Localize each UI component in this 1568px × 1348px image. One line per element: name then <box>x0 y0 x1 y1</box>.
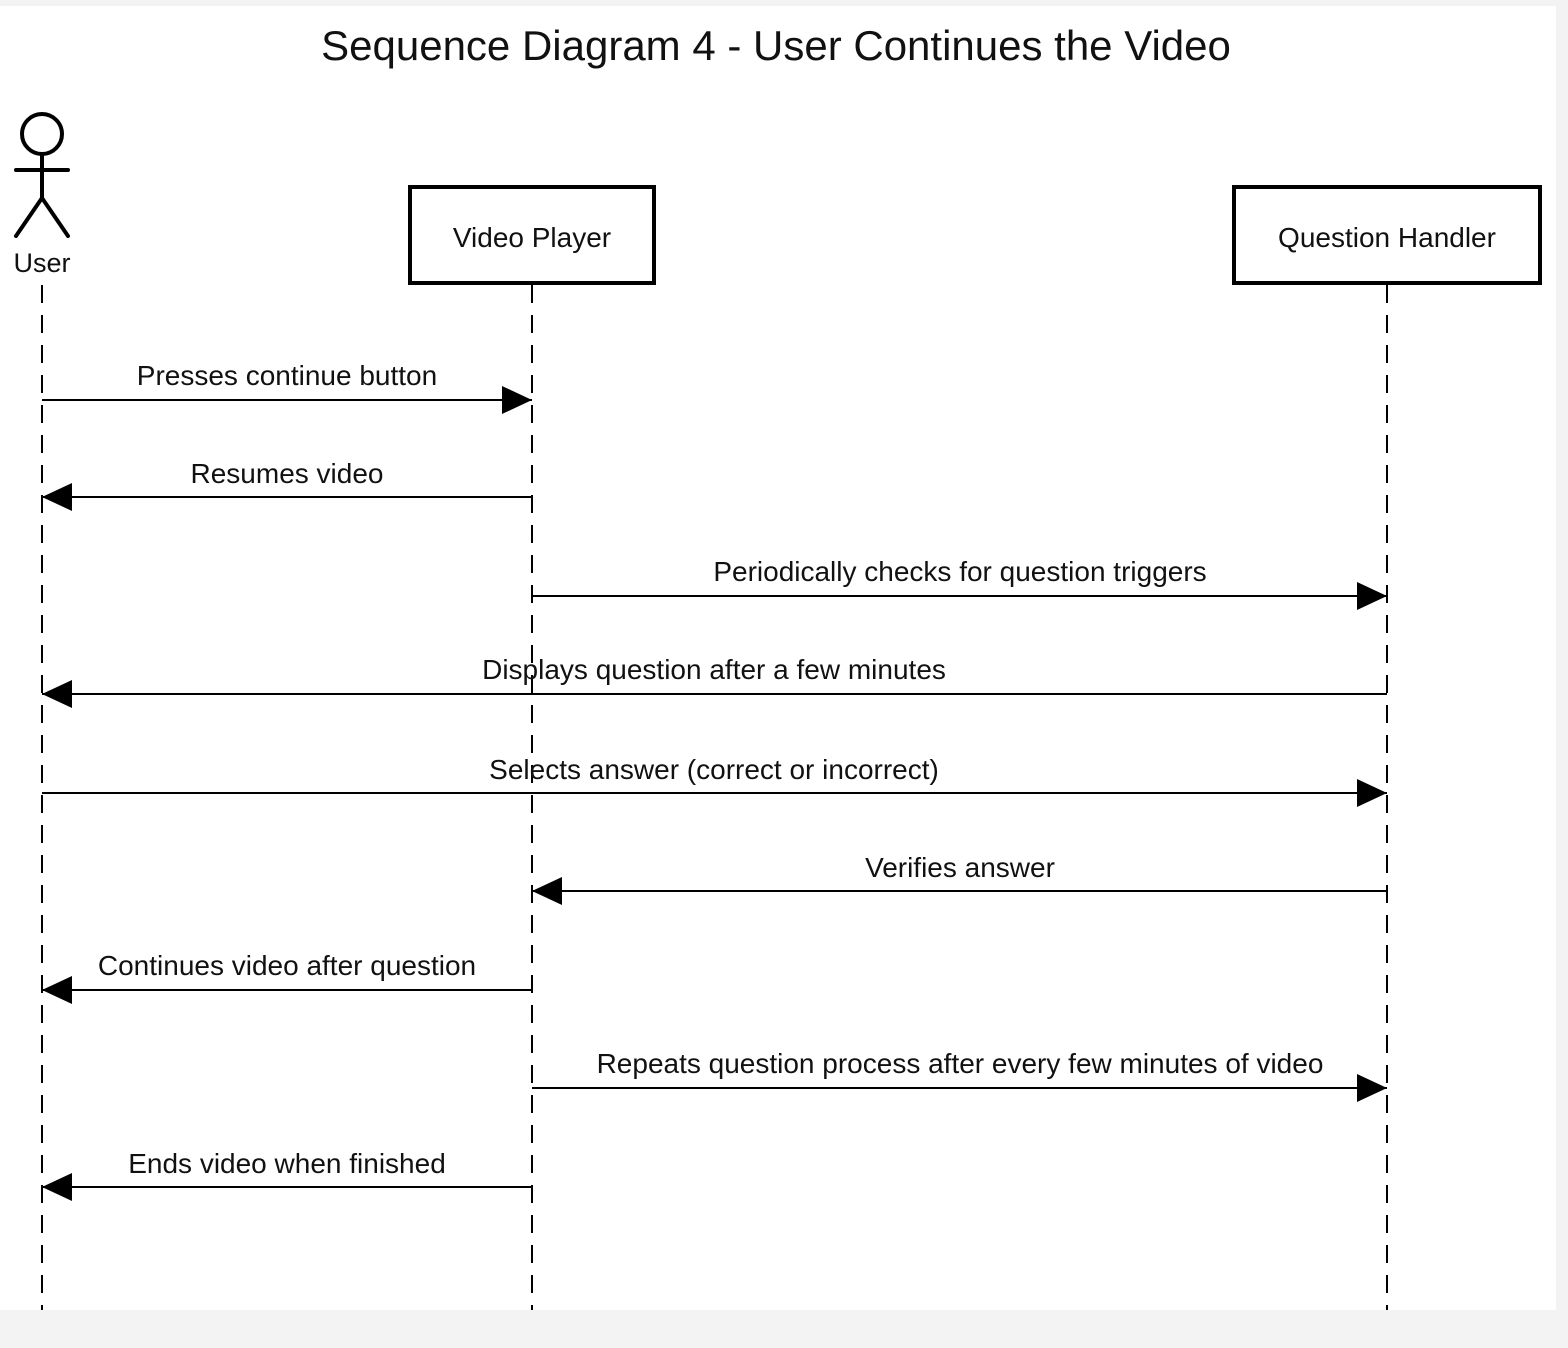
message-label: Displays question after a few minutes <box>482 654 946 685</box>
message-4: Displays question after a few minutes <box>42 654 1387 708</box>
message-8: Repeats question process after every few… <box>532 1048 1387 1102</box>
message-6: Verifies answer <box>532 852 1387 905</box>
message-label: Repeats question process after every few… <box>597 1048 1324 1079</box>
message-label: Presses continue button <box>137 360 437 391</box>
message-label: Resumes video <box>191 458 384 489</box>
message-5: Selects answer (correct or incorrect) <box>42 754 1387 807</box>
message-1: Presses continue button <box>42 360 532 414</box>
message-2: Resumes video <box>42 458 532 511</box>
participant-box-video-player <box>408 185 656 285</box>
message-label: Continues video after question <box>98 950 476 981</box>
message-label: Periodically checks for question trigger… <box>713 556 1206 587</box>
message-label: Selects answer (correct or incorrect) <box>489 754 939 785</box>
participant-label-video-player: Video Player <box>453 222 611 253</box>
participant-label-question-handler: Question Handler <box>1278 222 1496 253</box>
participant-label-user: User <box>13 248 70 278</box>
user-actor-icon <box>14 112 70 238</box>
message-label: Verifies answer <box>865 852 1055 883</box>
participant-box-question-handler <box>1232 185 1542 285</box>
message-9: Ends video when finished <box>42 1148 532 1201</box>
message-3: Periodically checks for question trigger… <box>532 556 1387 610</box>
diagram-title: Sequence Diagram 4 - User Continues the … <box>321 22 1231 69</box>
message-7: Continues video after question <box>42 950 532 1004</box>
message-label: Ends video when finished <box>128 1148 446 1179</box>
